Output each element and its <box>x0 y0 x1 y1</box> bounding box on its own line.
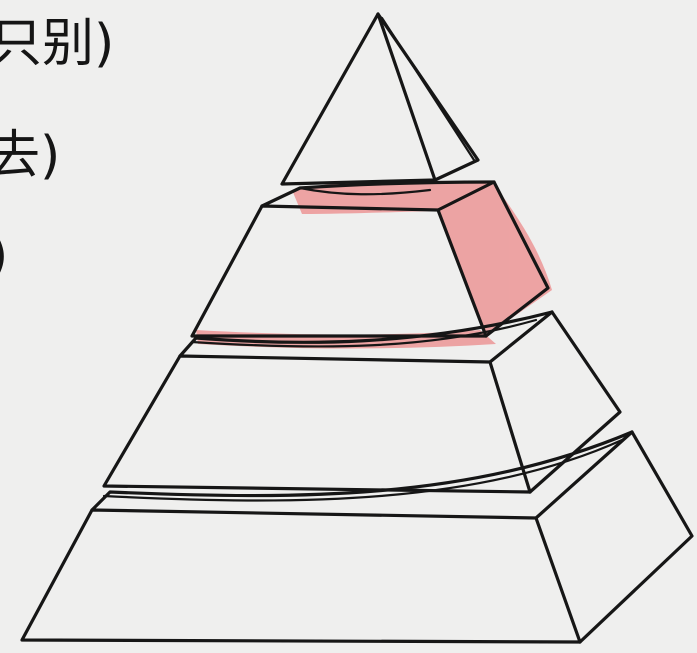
level-3-label: ) <box>0 230 8 282</box>
level-2-label: 去) <box>0 126 61 186</box>
highlight-right-face <box>438 184 552 336</box>
level-3-top-ledge <box>178 310 554 358</box>
level-2-right-face <box>436 180 550 338</box>
pyramid-level-4 <box>20 430 694 644</box>
level-2-top-ledge <box>260 180 496 208</box>
level-3-front-face <box>102 354 532 494</box>
level-1-right-edge <box>380 16 476 162</box>
level-4-right-face <box>534 430 694 644</box>
level-4-top-ledge <box>90 430 634 512</box>
level-4-ledge-edge <box>102 438 624 502</box>
pyramid-level-2 <box>190 180 550 338</box>
pyramid-level-1 <box>280 12 480 186</box>
level-2-front-face <box>190 204 488 338</box>
level-1-label: 只别) <box>0 14 115 74</box>
level-1-front-face <box>280 12 437 186</box>
level-3-ledge-edge <box>190 318 538 348</box>
level-2-ledge-edge <box>298 186 432 196</box>
level-4-front-face <box>20 508 582 644</box>
